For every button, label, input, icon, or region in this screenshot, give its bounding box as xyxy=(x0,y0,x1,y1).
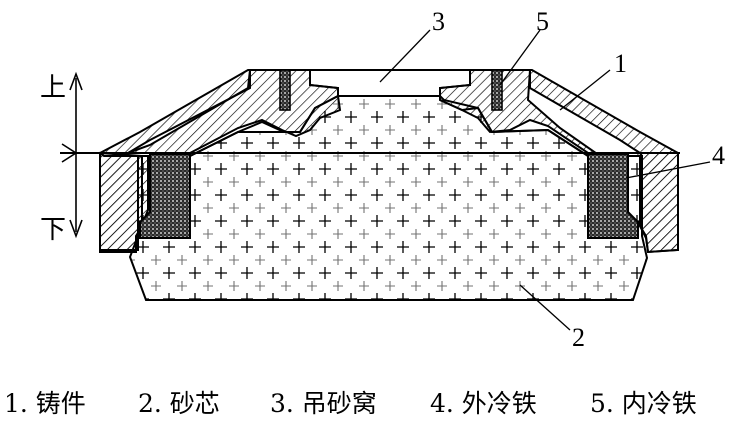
external-chill-left xyxy=(139,153,191,239)
callout-2: 2 xyxy=(572,323,585,352)
caption-item-4: 4. 外冷铁 xyxy=(430,389,537,418)
caption-item-1: 1. 铸件 xyxy=(4,389,86,418)
sand-core xyxy=(128,95,649,301)
up-down-arrow xyxy=(61,71,83,239)
callout-3: 3 xyxy=(432,7,445,36)
up-label: 上 xyxy=(40,73,66,102)
internal-chill-left xyxy=(279,69,291,111)
callout-5: 5 xyxy=(536,7,549,36)
caption-item-5: 5. 内冷铁 xyxy=(590,389,697,418)
callout-1: 1 xyxy=(614,49,627,78)
external-chill-right xyxy=(587,153,639,239)
casting-body xyxy=(60,69,680,254)
caption: 1. 铸件 2. 砂芯 3. 吊砂窝 4. 外冷铁 5. 内冷铁 xyxy=(4,389,697,418)
leader-lines xyxy=(379,29,711,331)
internal-chill-right xyxy=(491,69,503,111)
caption-item-2: 2. 砂芯 xyxy=(138,389,220,418)
callout-4: 4 xyxy=(712,141,725,170)
caption-item-3: 3. 吊砂窝 xyxy=(270,389,377,418)
down-label: 下 xyxy=(40,215,66,244)
